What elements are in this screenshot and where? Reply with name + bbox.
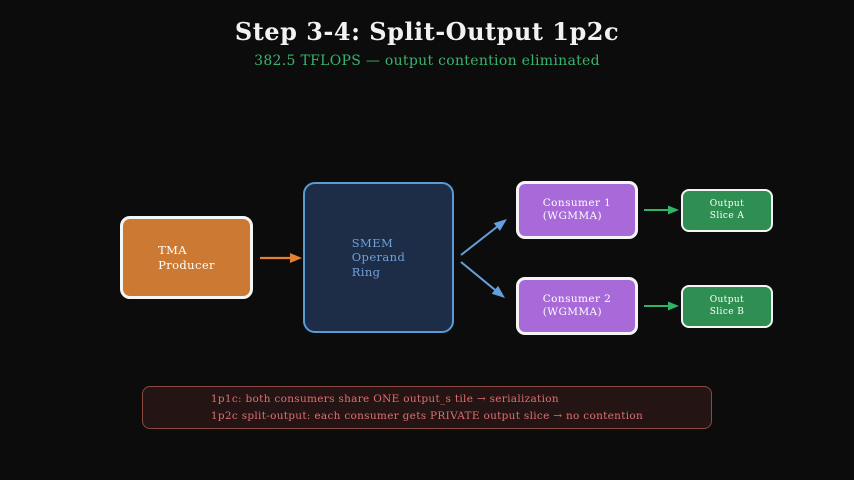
note-line-1p1c: 1p1c: both consumers share ONE output_s … [210,392,559,405]
arrow-smem-to-consumer2 [460,261,505,298]
arrow-smem-to-consumer2-shaft [460,261,496,291]
arrow-consumer2-to-output-b-head [668,301,679,311]
arrow-tma-to-smem-head [290,253,302,263]
comparison-note-text: 1p1c: both consumers share ONE output_s … [211,391,643,425]
node-output-slice-a-label: Output Slice A [709,199,745,221]
node-consumer-1: Consumer 1 (WGMMA) [516,181,638,239]
arrow-smem-to-consumer2-head [491,285,505,298]
node-output-slice-b: Output Slice B [681,285,773,328]
node-consumer-2: Consumer 2 (WGMMA) [516,277,638,335]
node-consumer-2-label: Consumer 2 (WGMMA) [542,292,612,318]
note-line-1p2c: 1p2c split-output: each consumer gets PR… [210,409,644,422]
node-consumer-1-label: Consumer 1 (WGMMA) [542,196,612,222]
page-subtitle: 382.5 TFLOPS — output contention elimina… [254,53,600,69]
arrow-smem-to-consumer1-shaft [460,226,498,256]
arrow-consumer2-to-output-b [644,301,679,311]
node-output-slice-a: Output Slice A [681,189,773,232]
node-smem-operand-ring: SMEM Operand Ring [303,182,454,333]
arrow-consumer1-to-output-a [644,205,679,215]
arrow-smem-to-consumer1-head [493,219,507,231]
node-smem-operand-ring-label: SMEM Operand Ring [351,235,406,279]
node-output-slice-b-label: Output Slice B [709,295,745,317]
arrow-consumer1-to-output-a-head [668,205,679,215]
node-tma-producer: TMA Producer [120,216,253,299]
node-tma-producer-label: TMA Producer [158,243,215,272]
page-title: Step 3-4: Split-Output 1p2c [234,17,620,46]
comparison-note-box: 1p1c: both consumers share ONE output_s … [142,386,712,429]
arrow-tma-to-smem [260,253,302,263]
arrow-smem-to-consumer1 [460,219,507,256]
